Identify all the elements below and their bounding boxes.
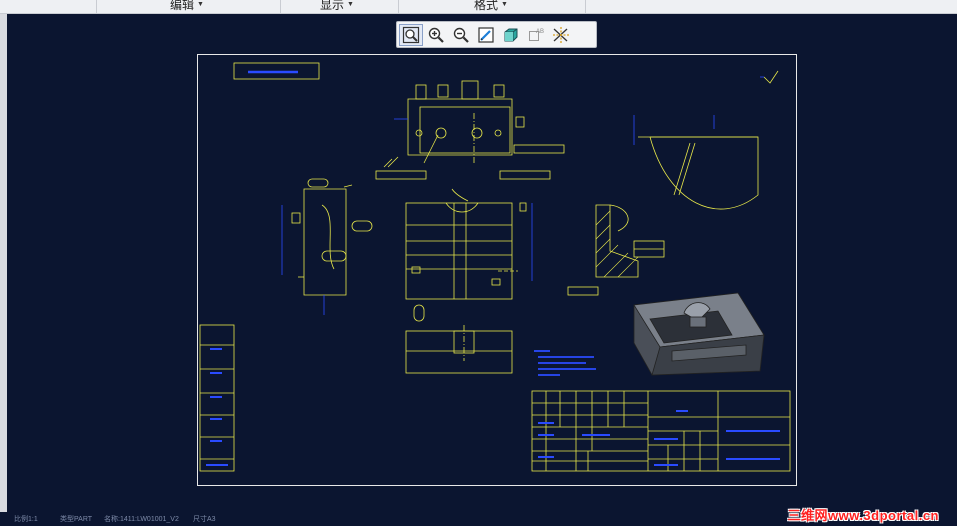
zoom-out-icon (453, 27, 469, 43)
status-bar: 比例1:1 类型PART 名称:1411:LW01001_V2 尺寸A3 (0, 512, 957, 526)
chevron-down-icon: ▼ (197, 1, 204, 8)
zoom-in-button[interactable] (424, 24, 448, 46)
status-type: 类型PART (60, 516, 93, 523)
front-view (405, 188, 533, 300)
menu-format-label: 格式 (474, 0, 499, 12)
revision-table (199, 324, 235, 472)
hatched-section-view (567, 204, 665, 296)
menu-separator (398, 0, 399, 13)
annotation-ab-label: AB (536, 29, 544, 35)
menu-edit-label: 编辑 (170, 0, 195, 12)
title-block (531, 390, 791, 472)
watermark: 三维网www.3dportal.cn (787, 508, 939, 523)
slot-detail (413, 304, 425, 322)
chevron-down-icon: ▼ (501, 1, 508, 8)
isometric-3d-model (633, 292, 765, 376)
annotation-display-icon: AB (529, 29, 544, 41)
note-box (233, 62, 320, 80)
cad-drawing-canvas[interactable] (198, 55, 796, 485)
left-side-view (281, 178, 373, 315)
status-size: 尺寸A3 (193, 516, 216, 523)
menu-bar: 编辑▼ 显示▼ 格式▼ (0, 0, 957, 14)
status-scale: 比例1:1 (14, 516, 38, 523)
menu-separator (585, 0, 586, 13)
axis-display-icon (553, 26, 569, 43)
repaint-icon (478, 26, 494, 43)
left-gutter (0, 14, 7, 512)
zoom-fit-icon (402, 26, 420, 43)
axis-display-button[interactable] (549, 24, 573, 46)
menu-display-label: 显示 (320, 0, 345, 12)
view-toolbar: AB (396, 21, 597, 48)
status-name: 名称:1411:LW01001_V2 (104, 516, 179, 523)
technical-requirements-note (534, 350, 596, 376)
chevron-down-icon: ▼ (347, 1, 354, 8)
menu-separator (96, 0, 97, 13)
surface-finish-symbol (760, 70, 779, 84)
shaded-view-button[interactable] (499, 24, 523, 46)
zoom-out-button[interactable] (449, 24, 473, 46)
top-view (375, 80, 565, 180)
menu-display[interactable]: 显示▼ (320, 0, 354, 13)
shaded-view-icon (504, 28, 518, 41)
bottom-view (405, 325, 513, 374)
drawing-sheet[interactable] (197, 54, 797, 486)
section-detail-view (633, 115, 759, 210)
zoom-fit-button[interactable] (399, 23, 423, 46)
zoom-in-icon (428, 27, 444, 43)
annotation-display-button[interactable]: AB (524, 24, 548, 46)
repaint-button[interactable] (474, 24, 498, 46)
menu-edit[interactable]: 编辑▼ (170, 0, 204, 13)
menu-format[interactable]: 格式▼ (474, 0, 508, 13)
menu-separator (280, 0, 281, 13)
